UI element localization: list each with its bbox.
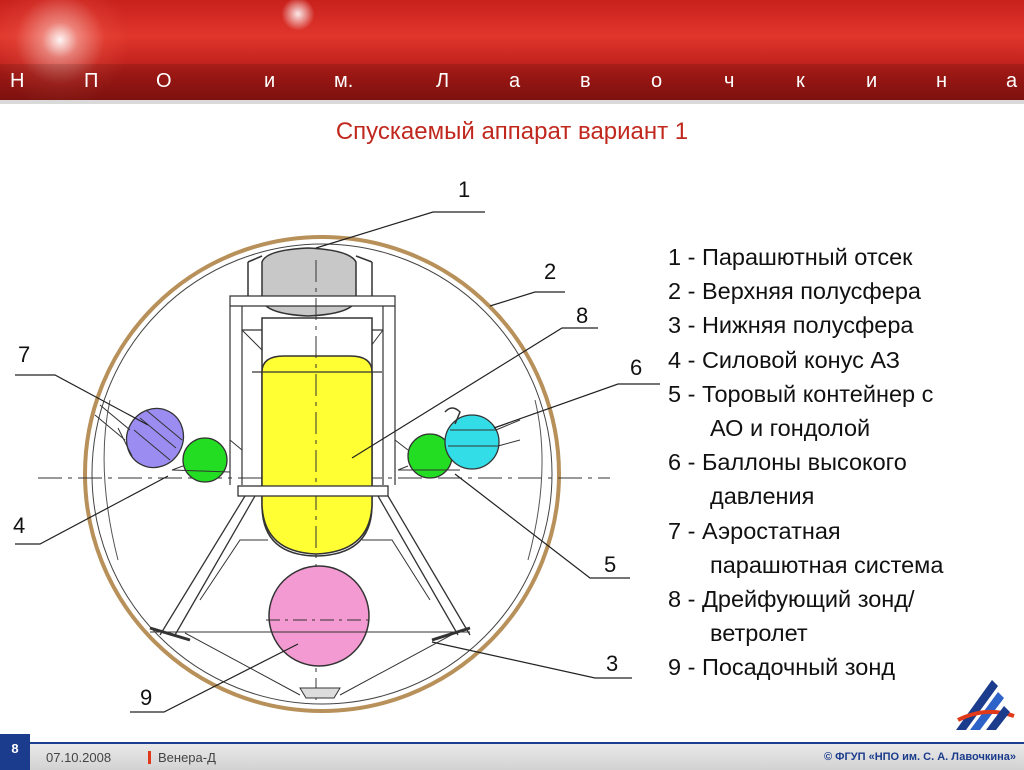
- descent-module-diagram: 1 2 3 4 5 6 7 8 9: [13, 177, 660, 713]
- light-flare: [0, 0, 130, 104]
- legend-item: 9 - Посадочный зонд: [668, 650, 1018, 684]
- callout-2: 2: [544, 259, 556, 284]
- callout-8: 8: [576, 303, 588, 328]
- legend-text: 5 - Торовый контейнер с: [668, 380, 934, 407]
- balloon-left: [182, 437, 228, 483]
- legend: 1 - Парашютный отсек 2 - Верхняя полусфе…: [668, 240, 1018, 685]
- org-letter: а: [509, 70, 521, 92]
- footer-date: 07.10.2008: [46, 750, 112, 765]
- toroidal-container: [444, 407, 521, 470]
- balloon-mounts: [171, 439, 460, 473]
- org-letter: О: [156, 70, 172, 92]
- org-letter: Н: [10, 70, 25, 92]
- landing-probe: [268, 565, 370, 667]
- legend-text: 7 - Аэростатная: [668, 517, 841, 544]
- org-letter: П: [84, 70, 99, 92]
- power-cone: [159, 495, 471, 636]
- callout-6: 6: [630, 355, 642, 380]
- legend-item: 2 - Верхняя полусфера: [668, 274, 1018, 308]
- org-letter: а: [1006, 70, 1018, 92]
- header-band: [0, 64, 1024, 100]
- org-letter: ч: [724, 70, 735, 92]
- header-banner: Н П О и м. Л а в о ч к и н а: [0, 0, 1024, 104]
- footer-separator: [148, 751, 151, 764]
- legend-text: 2 - Верхняя полусфера: [668, 278, 921, 305]
- cone-plates: [149, 626, 471, 642]
- parachute-brackets: [247, 255, 373, 300]
- legend-item: 8 - Дрейфующий зонд/ветролет: [668, 582, 1018, 650]
- legend-item: 1 - Парашютный отсек: [668, 240, 1018, 274]
- org-letter: в: [580, 70, 591, 92]
- legend-text-cont: давления: [710, 483, 815, 510]
- org-letter: н: [936, 70, 948, 92]
- mid-ring: [237, 485, 389, 497]
- org-letter: м.: [334, 70, 354, 92]
- org-letter: о: [651, 70, 663, 92]
- footer-bar: 8 07.10.2008 Венера-Д © ФГУП «НПО им. С.…: [0, 734, 1024, 770]
- callout-5: 5: [604, 552, 616, 577]
- org-name: Н П О и м. Л а в о ч к и н а: [0, 68, 1024, 98]
- hull-lining-left: [103, 399, 119, 561]
- page-number: 8: [0, 734, 30, 770]
- callout-7: 7: [18, 342, 30, 367]
- legend-text-cont: парашютная система: [710, 551, 944, 578]
- upper-frame: [229, 295, 396, 307]
- legend-text: 1 - Парашютный отсек: [668, 244, 913, 270]
- legend-item: 5 - Торовый контейнер с АО и гондолой: [668, 377, 1018, 445]
- legend-item: 7 - Аэростатная парашютная система: [668, 514, 1018, 582]
- legend-text-cont: ветролет: [710, 620, 808, 647]
- legend-text: 9 - Посадочный зонд: [668, 654, 896, 681]
- lower-fitting: [299, 687, 341, 699]
- callout-9: 9: [140, 685, 152, 710]
- legend-item: 6 - Баллоны высокого давления: [668, 445, 1018, 513]
- org-letter: Л: [436, 70, 450, 92]
- legend-text: 3 - Нижняя полусфера: [668, 312, 914, 339]
- footer-project: Венера-Д: [158, 750, 216, 765]
- org-letter: и: [866, 70, 878, 92]
- callout-4: 4: [13, 513, 25, 538]
- light-flare-small: [280, 0, 316, 32]
- legend-text: 4 - Силовой конус АЗ: [668, 346, 901, 373]
- hull-lining-right: [527, 399, 543, 561]
- cone-braces: [199, 539, 431, 601]
- legend-item: 3 - Нижняя полусфера: [668, 308, 1018, 342]
- drifting-probe: [261, 355, 373, 555]
- aerostat-system: [94, 404, 185, 469]
- org-letter: и: [264, 70, 276, 92]
- footer-copyright: © ФГУП «НПО им. С. А. Лавочкина»: [823, 751, 1016, 763]
- header-divider: [0, 100, 1024, 104]
- inner-hull: [91, 243, 553, 705]
- legend-text: 6 - Баллоны высокого: [668, 449, 907, 476]
- callout-1: 1: [458, 177, 470, 202]
- leader-lines: [15, 211, 660, 713]
- upper-frame-left: [229, 306, 262, 485]
- callout-3: 3: [606, 651, 618, 676]
- lavochkin-logo-icon: [956, 680, 1015, 730]
- legend-text: 8 - Дрейфующий зонд/: [668, 586, 915, 613]
- legend-item: 4 - Силовой конус АЗ: [668, 343, 1018, 377]
- org-letter: к: [796, 70, 805, 92]
- legend-text-cont: АО и гондолой: [710, 415, 871, 442]
- slide-title: Спускаемый аппарат вариант 1: [335, 118, 689, 145]
